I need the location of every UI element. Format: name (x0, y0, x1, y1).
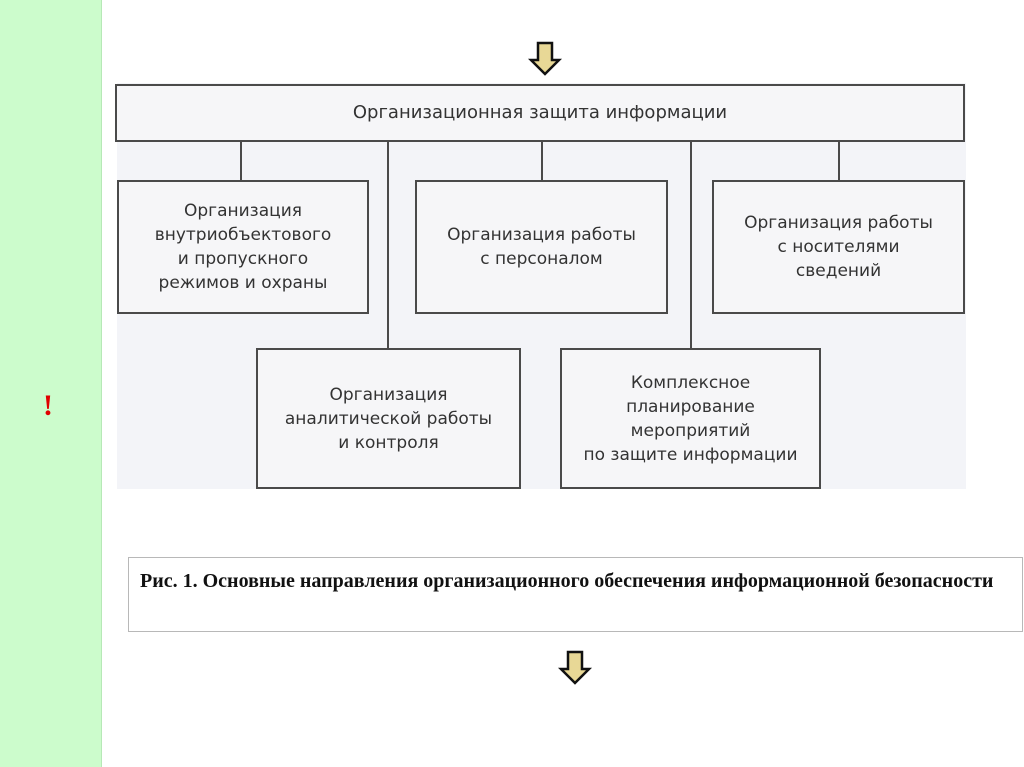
diagram-node-access-regime: Организация внутриобъектового и пропускн… (117, 180, 369, 314)
diagram-node-media: Организация работы с носителями сведений (712, 180, 965, 314)
diagram-node-analytics: Организация аналитической работы и контр… (256, 348, 521, 489)
caption-text: Рис. 1. Основные направления организацио… (140, 570, 994, 592)
node-label: Организация аналитической работы и контр… (284, 384, 493, 453)
connector-branch (838, 140, 840, 181)
down-arrow-icon (527, 41, 563, 76)
diagram-root-node: Организационная защита информации (115, 84, 965, 142)
figure-caption: Рис. 1. Основные направления организацио… (128, 557, 1023, 632)
connector-trunk (690, 140, 692, 350)
down-arrow-icon (557, 650, 593, 685)
node-label: Комплексное планирование мероприятий по … (583, 372, 798, 465)
node-label: Организация работы с носителями сведений (744, 213, 933, 281)
exclamation-marker: ! (43, 389, 53, 422)
connector-branch (541, 140, 543, 181)
connector-branch (240, 140, 242, 181)
sidebar-panel: ! (0, 0, 102, 767)
node-label: Организация работы с персоналом (447, 225, 636, 269)
connector-trunk (387, 140, 389, 350)
root-node-label: Организационная защита информации (352, 102, 728, 123)
diagram-node-planning: Комплексное планирование мероприятий по … (560, 348, 821, 489)
diagram-node-personnel: Организация работы с персоналом (415, 180, 668, 314)
node-label: Организация внутриобъектового и пропускн… (154, 201, 332, 293)
